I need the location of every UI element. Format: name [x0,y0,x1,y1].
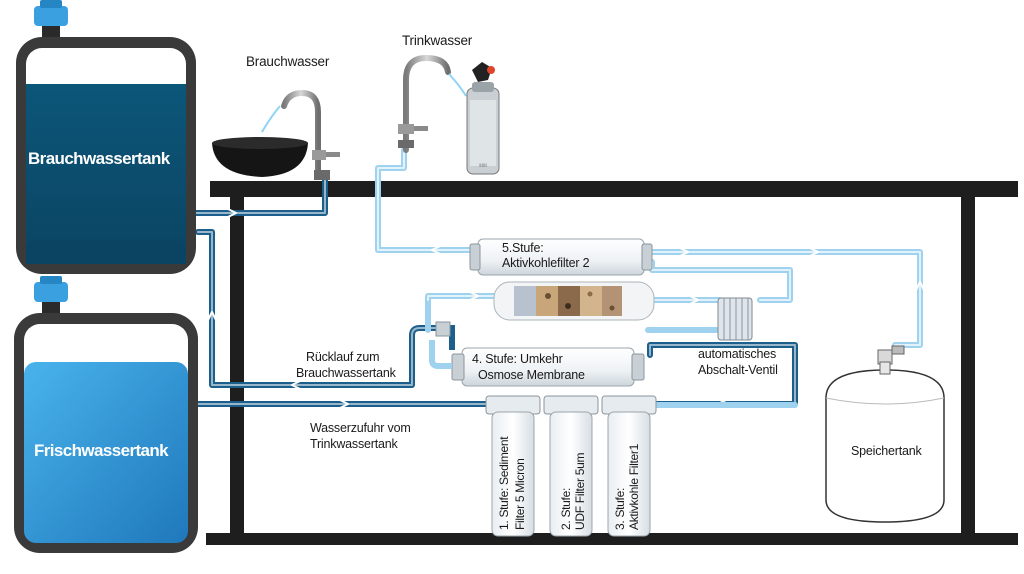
cabinet-frame [206,181,1018,545]
water-bottle-icon: ||||||| [466,62,500,175]
ruecklauf-label-1: Rücklauf zum [306,350,380,364]
sink-bowl-icon [212,143,308,177]
brauchwasser-label: Brauchwasser [246,54,330,69]
stage4-label-2: Osmose Membrane [478,368,585,382]
filter2-label-1: 2. Stufe: [559,488,573,530]
filter-2 [543,395,599,537]
filter3-label-1: 3. Stufe: [613,488,627,530]
svg-text:|||||||: ||||||| [479,162,486,167]
filter3-label-2: Aktivkohle Filter1 [627,444,641,530]
brauchwassertank-label: Brauchwassertank [28,149,170,168]
tank-cap-icon [34,282,68,302]
trinkwasser-label: Trinkwasser [402,33,473,48]
stage5-filter [469,238,653,276]
post-filter [493,281,655,321]
brauchwassertank-tank [16,0,196,274]
brauchwasser-faucet [212,89,340,180]
tank-cap-icon [34,6,68,26]
speichertank-label: Speichertank [851,444,922,458]
filter-3 [601,395,657,537]
frischwassertank-tank [14,276,198,553]
vertical-filters [485,395,657,537]
frischwassertank-label: Frischwassertank [34,441,169,460]
trinkwasser-faucet [398,54,467,153]
filter1-label-2: Filter 5 Micron [513,458,527,530]
stage4-label-1: 4. Stufe: Umkehr [472,352,563,366]
filter1-label-1: 1. Stufe: Sediment [497,436,511,530]
stage5-label-2: Aktivkohlefilter 2 [502,256,590,270]
shutoff-valve [717,297,753,341]
ruecklauf-label-2: Brauchwassertank [296,366,396,380]
ventil-label-2: Abschalt-Ventil [698,363,778,377]
filter-1 [485,395,541,537]
stage4-membrane [429,321,645,387]
filter2-label-2: UDF Filter 5um [573,452,587,530]
stage5-label-1: 5.Stufe: [502,241,544,255]
ventil-label-1: automatisches [698,347,776,361]
zufuhr-label-1: Wasserzufuhr vom [310,421,411,435]
speichertank-tank [825,345,945,523]
zufuhr-label-2: Trinkwassertank [310,437,398,451]
